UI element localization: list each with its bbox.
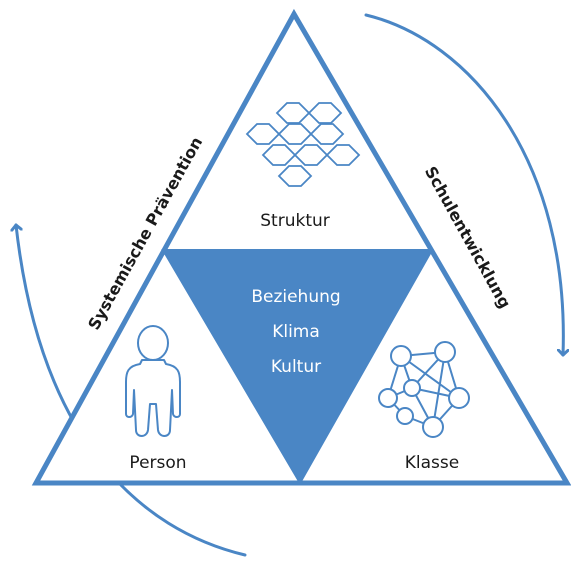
label-klima: Klima [272, 322, 320, 342]
network-icon [378, 341, 470, 438]
outer-triangle [31, 8, 571, 486]
center-triangle [161, 249, 434, 486]
right-cycle-arrow [364, 13, 563, 357]
label-beziehung: Beziehung [251, 287, 340, 307]
hexagon-cluster-icon [245, 102, 361, 187]
label-struktur: Struktur [260, 211, 330, 231]
person-icon [125, 325, 181, 437]
label-kultur: Kultur [271, 357, 321, 377]
label-klasse: Klasse [405, 453, 459, 473]
label-person: Person [129, 453, 186, 473]
